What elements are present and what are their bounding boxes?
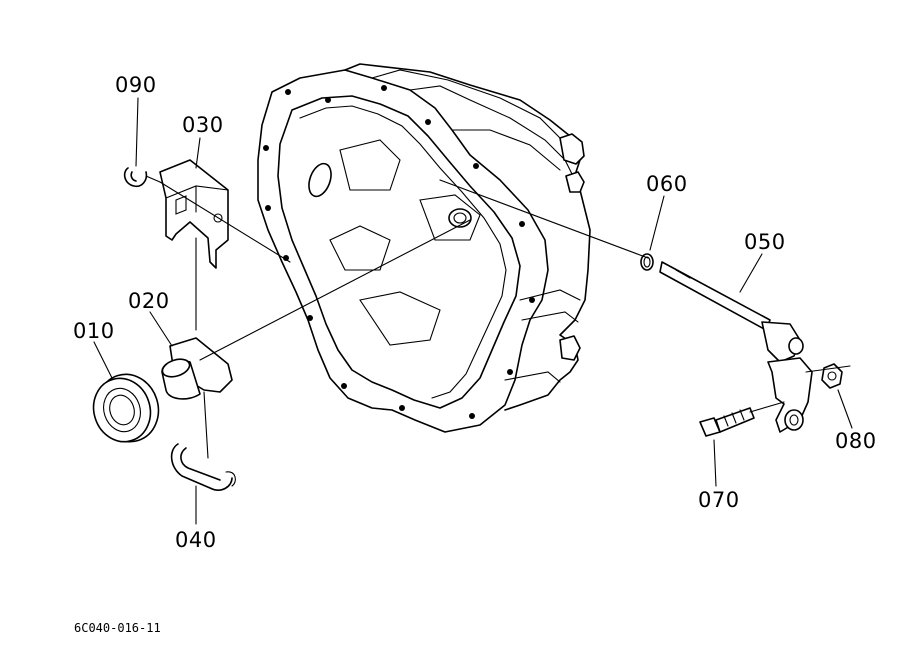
part-070-bolt (699, 407, 755, 437)
callout-060: 060 (646, 172, 688, 196)
part-010-release-bearing (92, 373, 160, 443)
callout-090: 090 (115, 73, 157, 97)
clutch-housing (257, 63, 591, 433)
callout-040: 040 (175, 528, 217, 552)
part-020-bearing-hub (161, 337, 233, 400)
part-040-spring-clip (170, 443, 236, 491)
figure-id: 6C040-016-11 (74, 621, 161, 635)
part-060-o-ring (640, 253, 654, 271)
assembly-lines (159, 179, 851, 459)
callout-010: 010 (73, 319, 115, 343)
part-050-release-shaft (659, 261, 813, 433)
part-030-release-fork (159, 159, 229, 269)
callout-070: 070 (698, 488, 740, 512)
callout-020: 020 (128, 289, 170, 313)
part-090-snap-clip (123, 167, 161, 188)
part-080-nut (821, 363, 843, 389)
callout-030: 030 (182, 113, 224, 137)
callout-050: 050 (744, 230, 786, 254)
callout-080: 080 (835, 429, 877, 453)
leader-lines (93, 97, 853, 525)
